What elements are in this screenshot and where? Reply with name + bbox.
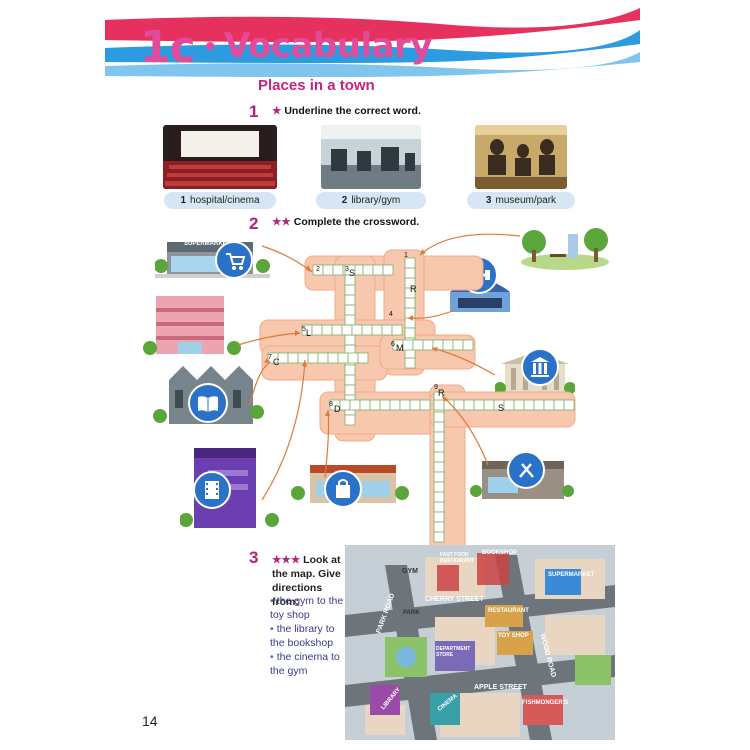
exercise-2-instruction: ★★ Complete the crossword. [272,216,420,228]
clue-number: 4 [389,311,393,318]
cutlery-icon [507,451,545,489]
section-subheading: Places in a town [258,77,375,94]
clue-number: 6 [391,341,395,348]
crossword-letter: R [410,284,417,294]
map-label-department-store: DEPARTMENT STORE [436,646,471,658]
map-label-park: PARK [403,610,420,616]
map-label-supermarket: SUPERMARKET [548,572,595,578]
crossword-cell[interactable] [563,399,575,411]
exercise-1-number: 1 [249,102,259,121]
columns-icon [521,348,559,386]
star-icon: ★★ [272,216,291,228]
crossword-cell[interactable] [419,399,431,411]
exercise-3-bullet-2: •the library to the bookshop [270,623,335,649]
cinema-photo [163,125,277,189]
clue-number: 2 [316,266,320,273]
hospital-building [143,296,241,355]
shopping-bag-icon [324,470,362,508]
star-icon: ★★★ [272,554,301,566]
shopping-cart-icon [215,241,253,279]
crossword-letter: S [498,403,505,413]
crossword-cell[interactable] [382,264,394,276]
crossword-cell[interactable] [404,357,416,369]
title-separator: • [205,30,216,63]
header-stripes [105,8,640,77]
crossword-cell[interactable] [344,414,356,426]
crossword-letter: R [438,388,445,398]
map-label-apple-street: APPLE STREET [474,684,527,691]
map-label-restaurant: RESTAURANT [488,608,529,614]
map-label-gym: GYM [402,568,418,575]
crossword-cell[interactable] [433,531,445,543]
supermarket-sign: SUPERMARKET [184,241,231,247]
museum-photo [475,125,567,189]
film-icon [193,471,231,509]
map-label-bookshop: BOOKSHOP [482,550,518,556]
exercise-2-number: 2 [249,214,259,233]
page-title: Vocabulary [224,26,432,66]
crossword-letter: L [306,328,312,338]
crossword-cell[interactable] [357,352,369,364]
crossword-letter: D [334,404,341,414]
page-number: 14 [142,713,158,729]
map-label-toy-shop: TOY SHOP [498,633,529,639]
lesson-code: 1c [140,22,196,73]
crossword-letter: M [396,343,404,353]
clue-number: 8 [329,401,333,408]
crossword-cell[interactable] [462,339,474,351]
gym-photo [321,125,421,189]
department-store-building [291,465,409,503]
star-icon: ★ [272,105,282,117]
town-map [345,545,615,740]
exercise-1-instruction: ★ Underline the correct word. [272,105,421,117]
map-label-cherry-street: CHERRY STREET [425,596,484,603]
park-illustration [521,228,609,270]
map-label-fast-food: FAST FOOD RESTAURANT [440,552,475,564]
map-label-fishmongers: FISHMONGER'S [522,700,569,706]
clue-number: 1 [404,252,408,259]
exercise-3-bullet-1: •the gym to the toy shop [270,595,344,621]
clue-number: 5 [302,326,306,333]
exercise-3-bullet-3: •the cinema to the gym [270,651,340,677]
clue-number: 7 [268,354,272,361]
clue-number: 3 [345,266,349,273]
clue-number: 9 [434,384,438,391]
book-icon [188,383,228,423]
crossword-letter: S [349,268,356,278]
exercise-3-instruction: ★★★ Look at the map. Give directions fro… [272,554,341,608]
exercise-3-number: 3 [249,548,259,567]
crossword-letter: C [273,357,280,367]
crossword-cell[interactable] [391,324,403,336]
